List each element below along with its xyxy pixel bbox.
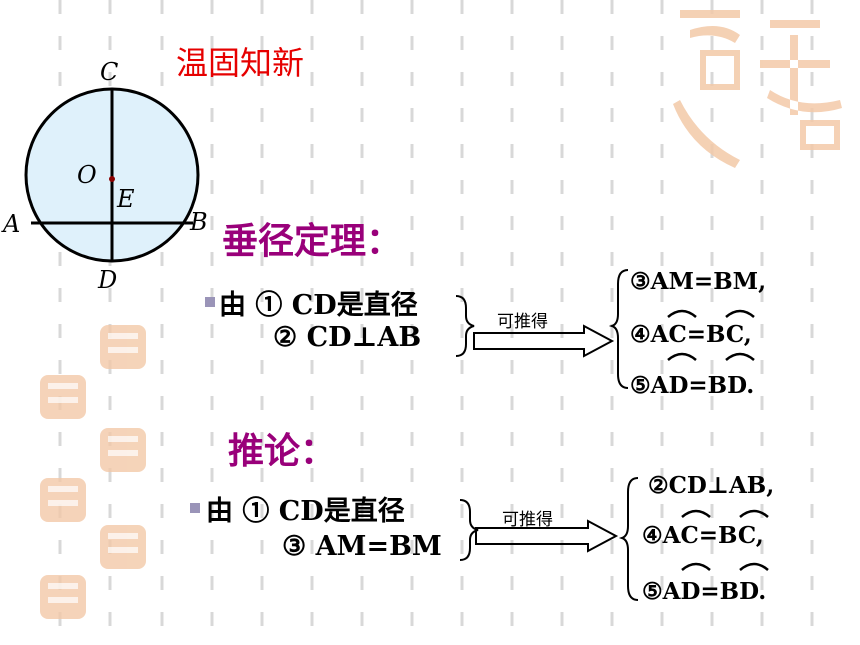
label-d: D bbox=[97, 266, 117, 294]
theorem-result-3: ⑤AD=BD. bbox=[630, 372, 755, 399]
auspicious-seal-icon bbox=[673, 10, 842, 168]
center-point bbox=[109, 176, 115, 182]
label-e: E bbox=[116, 185, 135, 213]
theorem-condition-2: ② CD⊥AB bbox=[273, 322, 422, 353]
theorem-arrow-label: 可推得 bbox=[497, 312, 548, 332]
bullet-icon bbox=[190, 503, 200, 513]
section-title: 温固知新 bbox=[176, 44, 305, 82]
corollary-condition-2: ③ AM=BM bbox=[282, 531, 442, 562]
label-c: C bbox=[100, 58, 118, 86]
theorem-condition-1: 由 ① CD是直径 bbox=[219, 290, 418, 321]
circle-diagram: C O E A B D bbox=[1, 58, 208, 294]
corollary-condition-1: 由 ① CD是直径 bbox=[206, 496, 405, 527]
corollary-heading: 推论： bbox=[228, 431, 337, 472]
corollary-result-3: ⑤AD=BD. bbox=[642, 578, 767, 605]
corollary-result-1: ②CD⊥AB, bbox=[648, 472, 775, 499]
label-o: O bbox=[77, 161, 97, 189]
theorem-result-1: ③AM=BM, bbox=[630, 268, 767, 295]
corollary-result-2: ④AC=BC, bbox=[642, 522, 764, 549]
label-b: B bbox=[189, 208, 208, 236]
theorem-result-2: ④AC=BC, bbox=[630, 321, 752, 348]
corollary-arrow-label: 可推得 bbox=[502, 510, 553, 530]
label-a: A bbox=[1, 210, 20, 238]
bullet-icon bbox=[205, 297, 215, 307]
theorem-heading: 垂径定理： bbox=[222, 221, 403, 262]
